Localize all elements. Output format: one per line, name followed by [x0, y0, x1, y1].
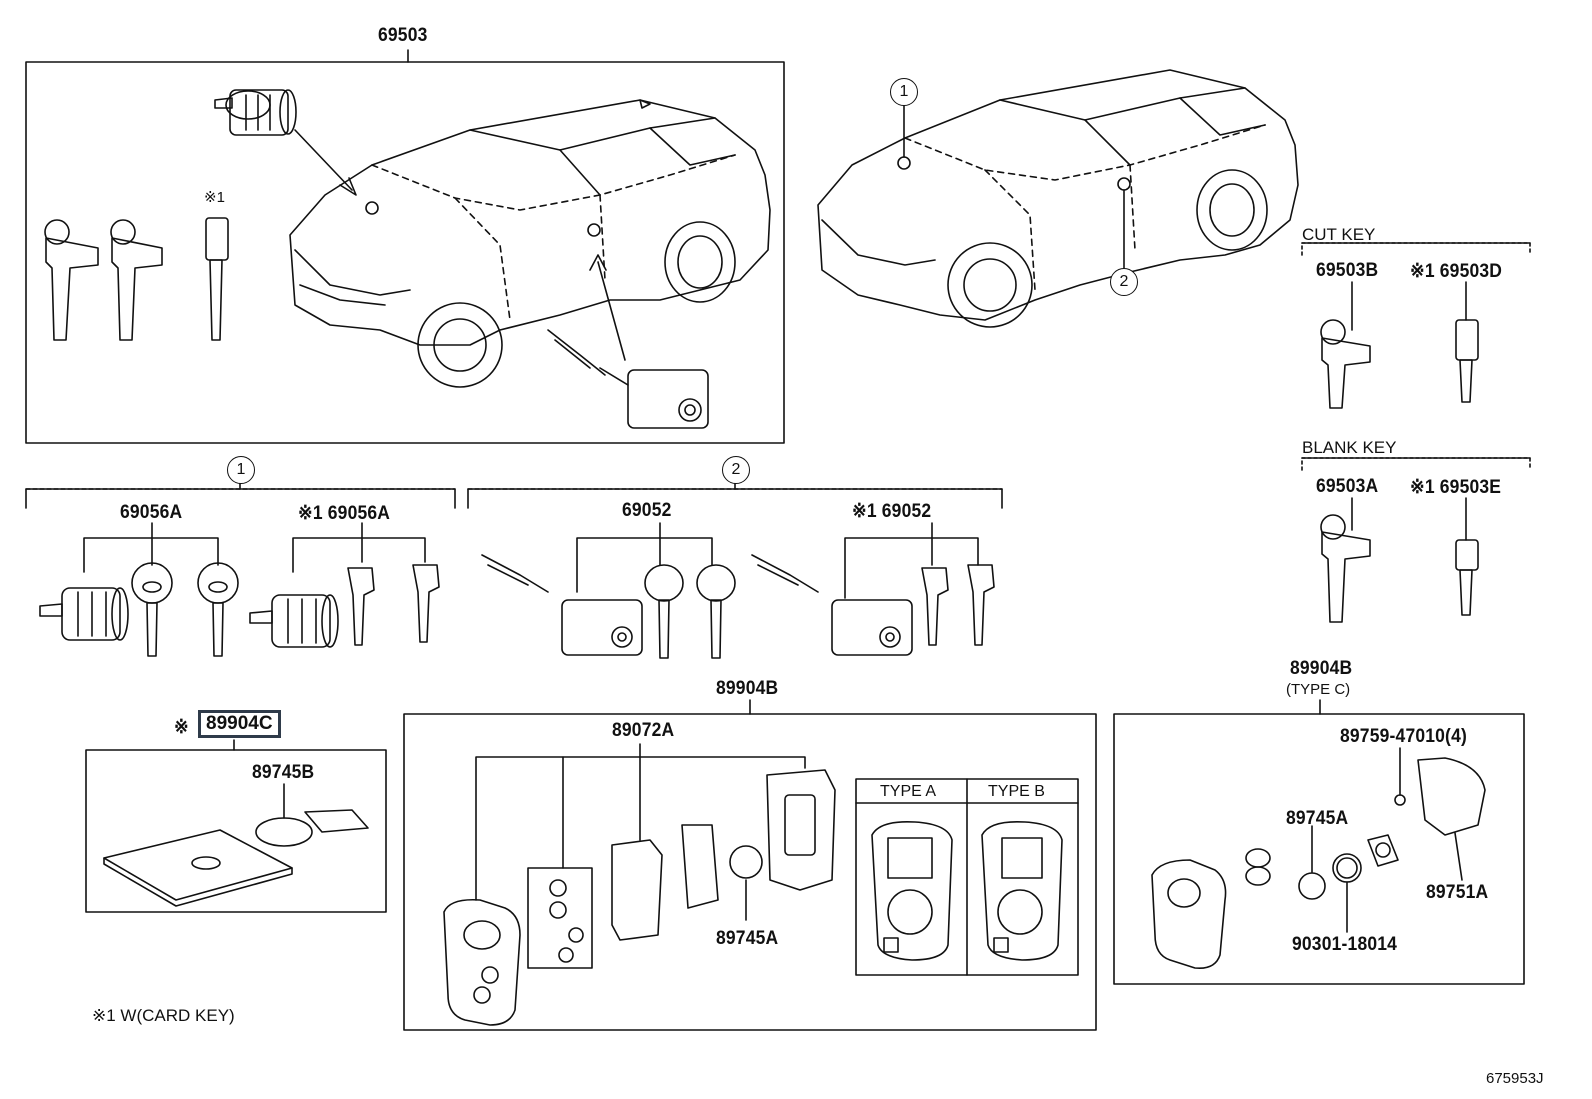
ignition-set-illus: [39, 562, 440, 657]
door-set-illus: [481, 554, 995, 659]
type-c-illus: [1151, 747, 1486, 970]
part-label-89745B: 89745B: [252, 762, 315, 783]
type-a-illus: [871, 820, 953, 961]
type-b-illus: [981, 820, 1063, 961]
cut-key-header: CUT KEY: [1302, 225, 1376, 244]
group-marker-1: 1: [227, 456, 255, 484]
door-cylinder-illus: [547, 329, 709, 429]
assembly-frame: [25, 61, 785, 444]
part-label-69503A: 69503A: [1316, 476, 1379, 497]
part-label-89072A: 89072A: [612, 720, 675, 741]
part-label-69056A: 69056A: [120, 502, 183, 523]
arrow-to-door: [597, 261, 626, 361]
part-label-69052: 69052: [622, 500, 672, 521]
part-label-89904C-highlighted[interactable]: 89904C: [198, 710, 281, 738]
diagram-id: 675953J: [1486, 1070, 1544, 1087]
transmitter-leaders: [475, 743, 806, 901]
type-b-label: TYPE B: [988, 783, 1045, 800]
part-label-89759-47010: 89759-47010(4): [1340, 726, 1467, 747]
part-label-69503E: ※1 69503E: [1410, 477, 1502, 498]
door-set-leaders: [576, 522, 979, 599]
part-label-69056A-card: ※1 69056A: [298, 503, 391, 524]
arrow-to-door-head: [589, 254, 607, 271]
card-key-illus: [103, 783, 369, 907]
type-c-frame: [1113, 713, 1525, 985]
car-illustration-left: [289, 99, 771, 388]
type-a-label: TYPE A: [880, 783, 937, 800]
part-label-69503D: ※1 69503D: [1410, 261, 1503, 282]
part-label-89904B-type-c: 89904B: [1290, 658, 1353, 679]
blank-key-header: BLANK KEY: [1302, 438, 1397, 457]
ignition-cylinder-illus: [214, 89, 297, 136]
group-marker-2: 2: [722, 456, 750, 484]
part-label-69503B: 69503B: [1316, 260, 1379, 281]
car-illustration-right: [817, 69, 1299, 328]
part-label-89745A-type-c: 89745A: [1286, 808, 1349, 829]
car-marker-2: 2: [1110, 268, 1138, 296]
car-marker-1: 1: [890, 78, 918, 106]
footnote: ※1 W(CARD KEY): [92, 1006, 235, 1025]
part-label-69503: 69503: [378, 25, 428, 46]
type-c-label: (TYPE C): [1286, 681, 1351, 698]
group1-bracket: [25, 488, 456, 509]
part-label-69052-card: ※1 69052: [852, 501, 932, 522]
part-label-89751A: 89751A: [1426, 882, 1489, 903]
note-mark: ※1: [204, 189, 225, 206]
arrow-to-hood-head: [339, 177, 357, 196]
arrow-to-hood: [294, 129, 353, 191]
part-label-89904B: 89904B: [716, 678, 779, 699]
keys-in-assembly: [44, 217, 229, 341]
card-key-frame: [85, 749, 387, 913]
cut-keys-illus: [1320, 281, 1479, 623]
ignition-set-leaders: [83, 522, 426, 573]
blank-key-bracket: [1301, 457, 1531, 471]
transmitter-frame: [403, 713, 1097, 1031]
part-label-90301-18014: 90301-18014: [1292, 934, 1398, 955]
card-key-note-mark: ※: [174, 717, 189, 738]
transmitter-illus: [443, 769, 836, 1026]
part-label-89745A: 89745A: [716, 928, 779, 949]
